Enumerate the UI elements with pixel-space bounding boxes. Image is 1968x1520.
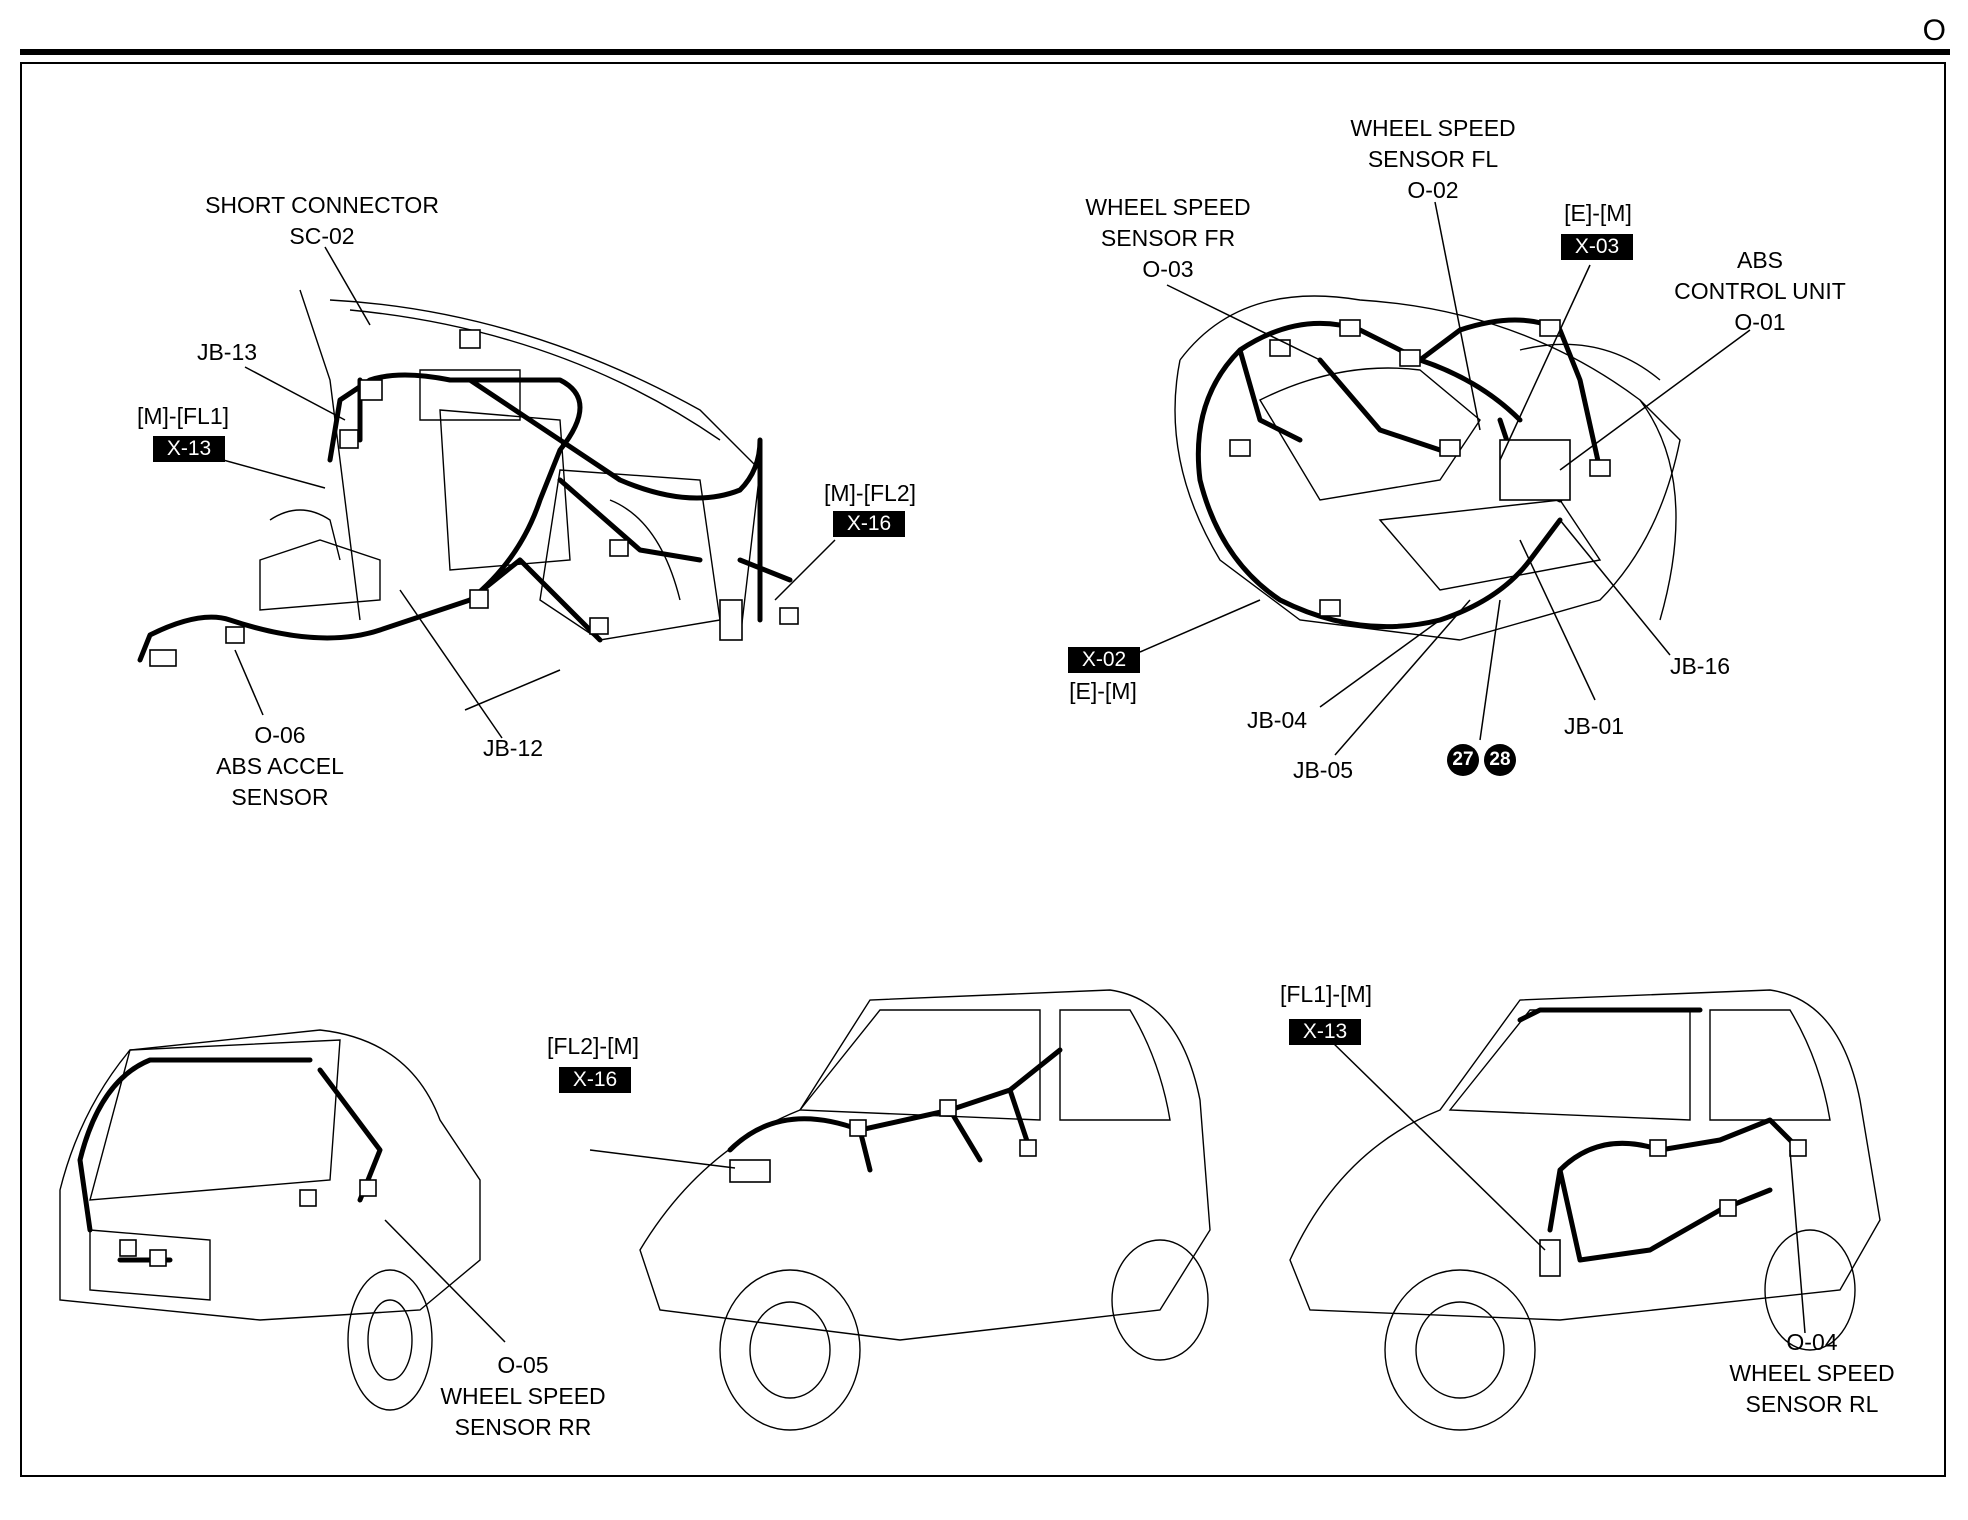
wss-fr-code: O-03 [1142,256,1194,282]
wss-fl-code: O-02 [1407,177,1459,203]
x13-badge-dash: X-13 [153,436,225,462]
fl2-m-label: [FL2]-[M] [546,1033,640,1059]
abs-unit-name-1: ABS [1736,247,1784,273]
o06-name-2: SENSOR [231,784,329,810]
short-connector-code: SC-02 [289,223,355,249]
o04-label: O-04 WHEEL SPEED SENSOR RL [1729,1327,1894,1420]
m-fl2-label: [M]-[FL2] [823,480,917,506]
dashboard-drawing [137,246,836,739]
x16-badge-vehicle: X-16 [559,1067,631,1093]
front-right-vehicle-drawing [1289,989,1881,1431]
wss-fl-name-2: SENSOR FL [1367,146,1499,172]
wss-fl-label: WHEEL SPEED SENSOR FL O-02 [1350,113,1515,206]
x02-badge: X-02 [1068,647,1140,673]
ground-28-badge: 28 [1484,744,1516,776]
o04-name-1: WHEEL SPEED [1729,1360,1895,1386]
jb01-label: JB-01 [1563,713,1625,739]
abs-unit-code: O-01 [1734,309,1786,335]
e-m-bottom-label: [E]-[M] [1069,678,1137,704]
abs-unit-label: ABS CONTROL UNIT O-01 [1674,245,1846,338]
wss-fr-label: WHEEL SPEED SENSOR FR O-03 [1085,192,1250,285]
short-connector-label: SHORT CONNECTOR SC-02 [205,190,439,252]
wss-fr-name-2: SENSOR FR [1100,225,1236,251]
jb16-label: JB-16 [1669,653,1731,679]
o05-label: O-05 WHEEL SPEED SENSOR RR [440,1350,605,1443]
engine-bay-drawing [1139,201,1751,756]
m-fl1-label: [M]-[FL1] [136,403,230,429]
x16-badge-dash: X-16 [833,511,905,537]
front-left-vehicle-drawing [589,989,1211,1431]
page-letter: O [1922,14,1946,47]
short-connector-name: SHORT CONNECTOR [205,192,439,218]
fl1-m-label: [FL1]-[M] [1279,981,1373,1007]
o05-code: O-05 [497,1352,549,1378]
wss-fl-name-1: WHEEL SPEED [1350,115,1516,141]
jb13-label: JB-13 [196,339,258,365]
jb04-label: JB-04 [1246,707,1308,733]
o06-code: O-06 [254,722,306,748]
o05-name-2: SENSOR RR [454,1414,592,1440]
e-m-top-label: [E]-[M] [1564,200,1632,226]
o06-name-1: ABS ACCEL [216,753,344,779]
ground-27-badge: 27 [1447,744,1479,776]
x13-badge-vehicle: X-13 [1289,1019,1361,1045]
o04-code: O-04 [1786,1329,1838,1355]
rear-vehicle-drawing [59,1029,506,1411]
diagram-frame [20,62,1946,1477]
o05-name-1: WHEEL SPEED [440,1383,606,1409]
x03-badge: X-03 [1561,234,1633,260]
header-rule [20,49,1950,55]
wss-fr-name-1: WHEEL SPEED [1085,194,1251,220]
o06-label: O-06 ABS ACCEL SENSOR [216,720,344,813]
jb05-label: JB-05 [1292,757,1354,783]
o04-name-2: SENSOR RL [1745,1391,1879,1417]
jb12-label: JB-12 [482,735,544,761]
abs-unit-name-2: CONTROL UNIT [1674,278,1846,304]
